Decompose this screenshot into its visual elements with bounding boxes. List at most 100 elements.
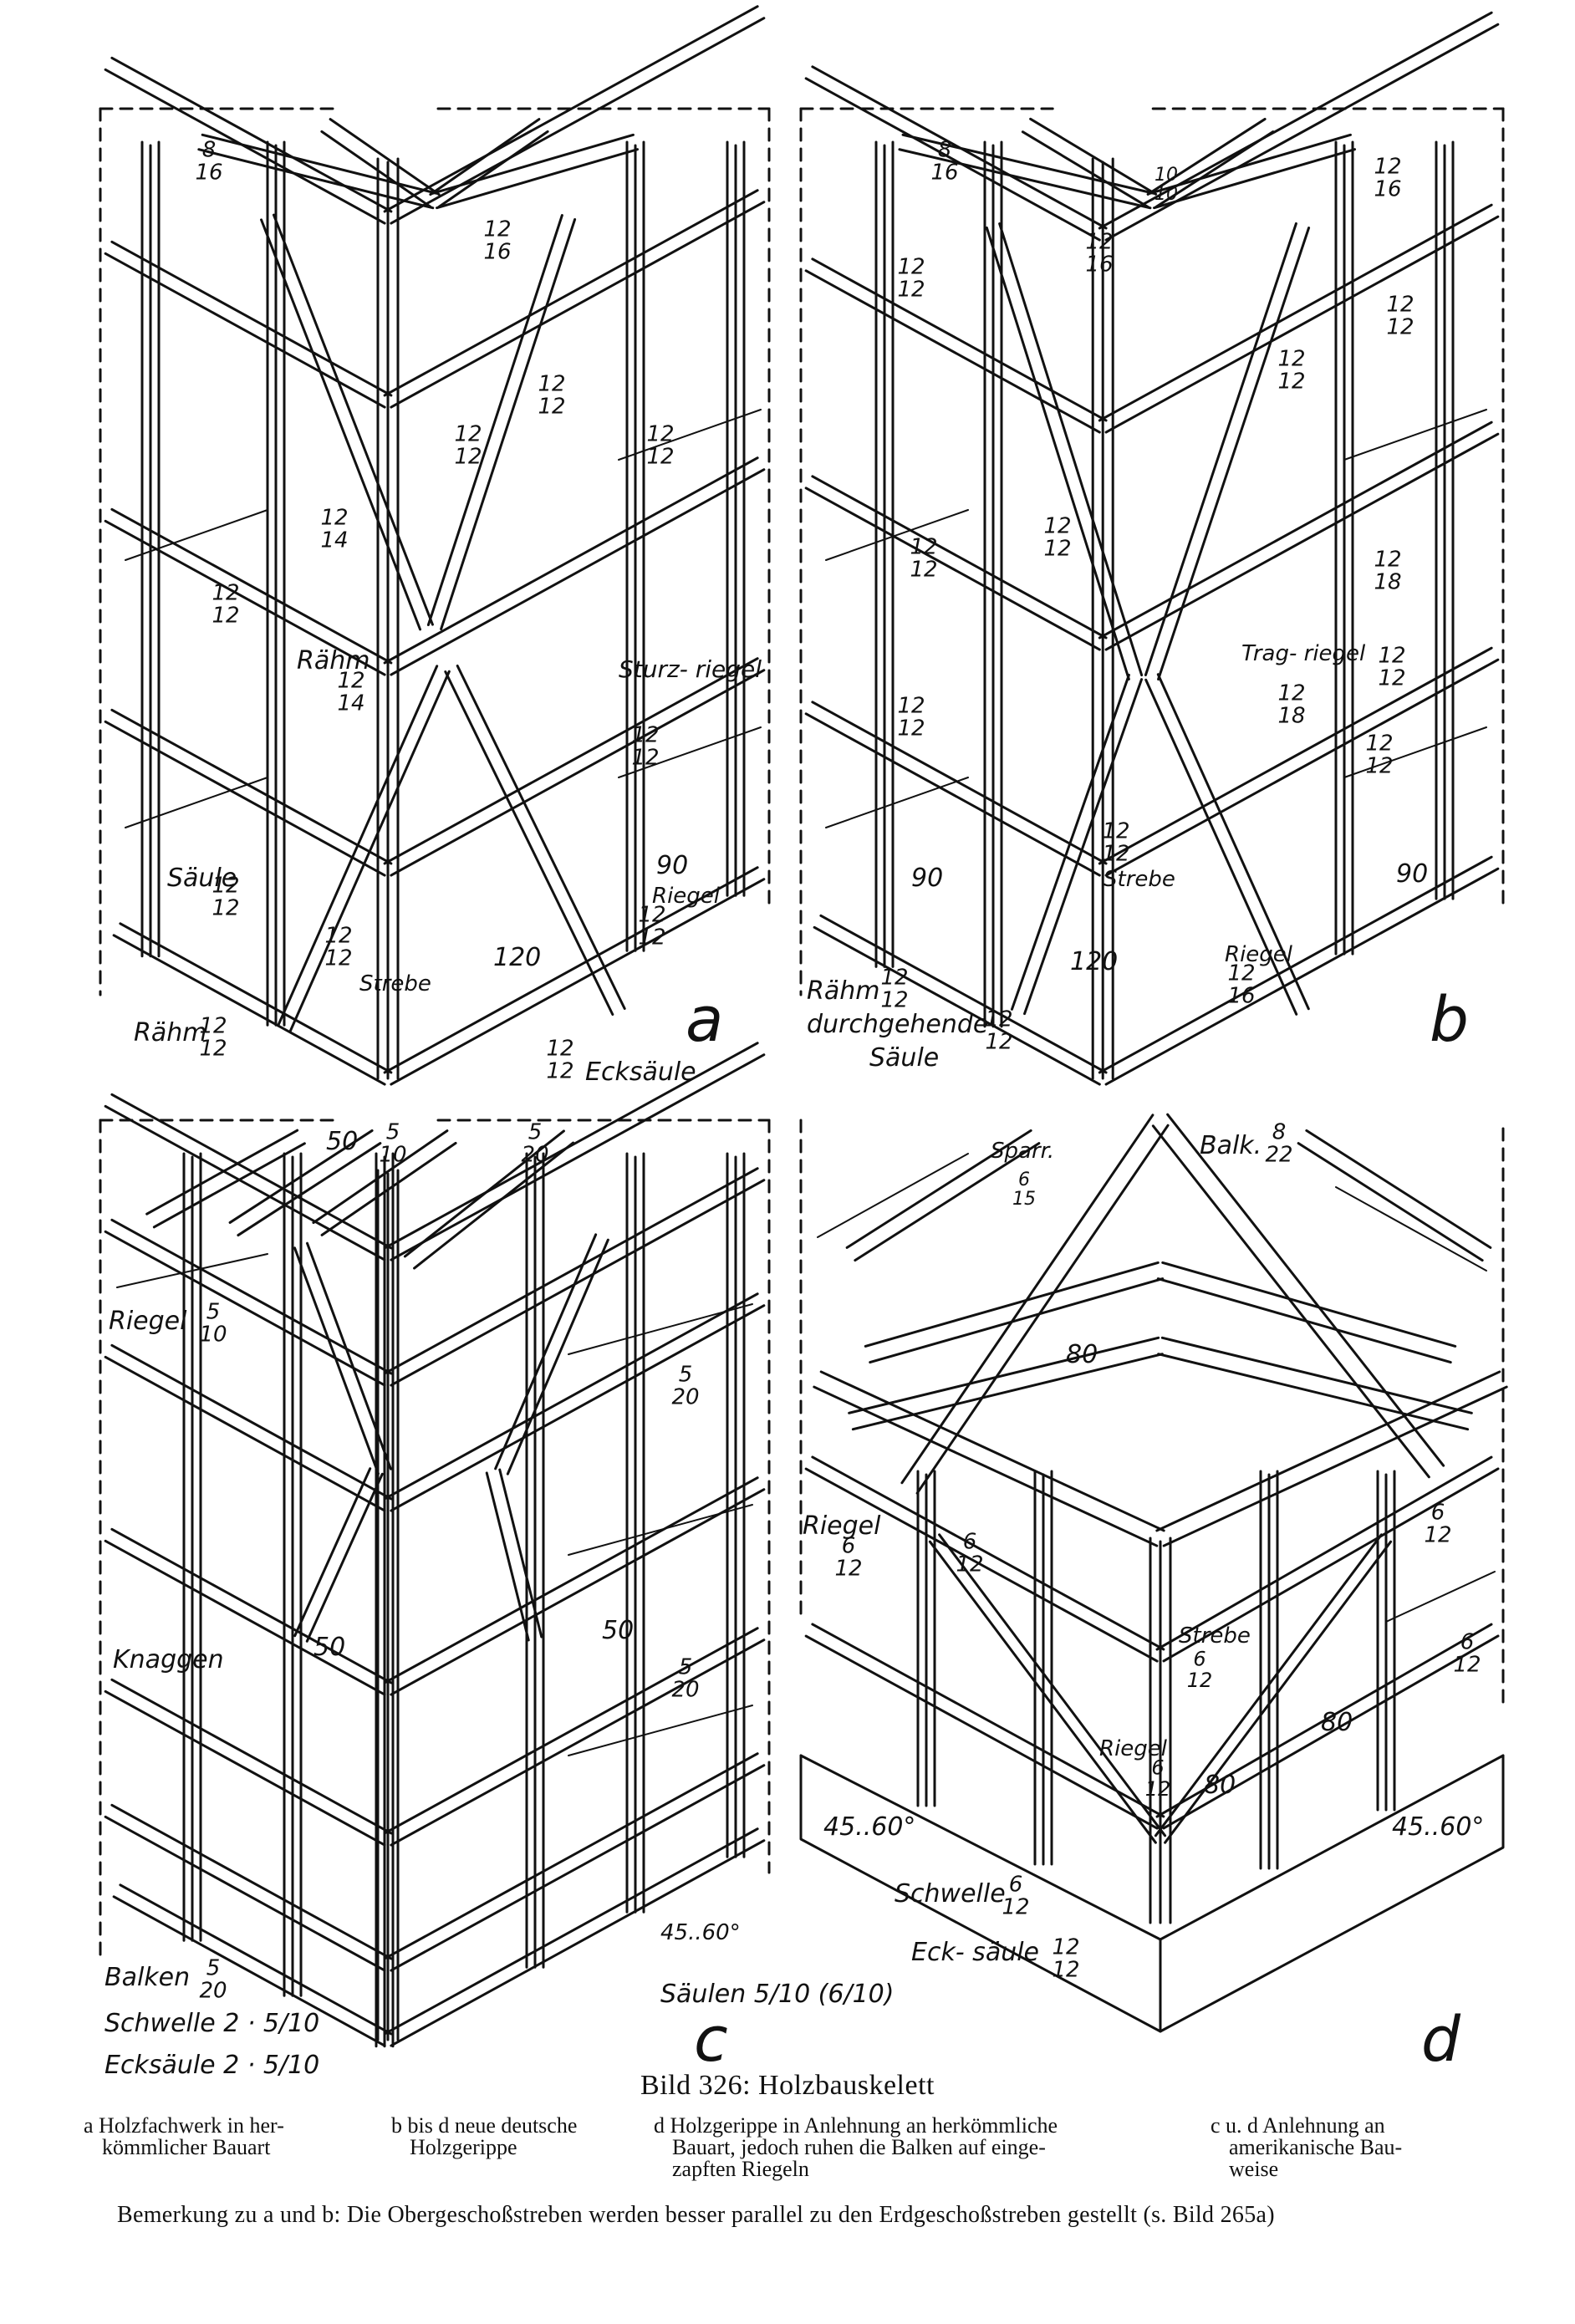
brace-1 — [1144, 222, 1311, 681]
label-knaggen: Knaggen — [113, 1645, 224, 1674]
panel-letter-c: c — [694, 2004, 728, 2076]
svg-text:12: 12 — [631, 746, 659, 771]
board-line-2 — [1385, 1571, 1496, 1623]
rafter-1 — [1148, 133, 1357, 210]
rail-left-2 — [804, 475, 1108, 651]
label-post_left: 612 — [956, 1529, 983, 1577]
legend-item-c: c u. d Anlehnung an amerikanische Bau- w… — [1211, 2115, 1511, 2180]
rail-right-1 — [383, 1167, 766, 1387]
svg-text:6: 6 — [1009, 1872, 1023, 1897]
svg-text:12: 12 — [910, 558, 937, 583]
svg-text:12: 12 — [897, 716, 925, 742]
post-left-1 — [983, 140, 1003, 1028]
floor-beam-1 — [1155, 1370, 1508, 1547]
rail-right-1 — [1155, 1623, 1500, 1830]
rail-right-2 — [383, 456, 766, 676]
label-balk_dim: 822 — [1265, 1119, 1292, 1167]
legend-d-line1: d Holzgerippe in Anlehnung an herkömmlic… — [654, 2113, 1058, 2138]
post-left-0 — [874, 140, 895, 968]
svg-text:12: 12 — [880, 988, 908, 1013]
svg-text:12: 12 — [638, 902, 665, 927]
svg-text:12: 12 — [1374, 154, 1401, 179]
brace-0 — [293, 1241, 393, 1475]
corner-post — [376, 1169, 400, 2041]
svg-text:12: 12 — [985, 1007, 1012, 1032]
sill-right — [1098, 855, 1500, 1086]
rail-left-0 — [804, 1455, 1165, 1663]
svg-text:12: 12 — [646, 421, 674, 446]
svg-text:12: 12 — [1227, 961, 1255, 986]
svg-text:20: 20 — [199, 1979, 227, 2004]
post-left-0 — [182, 1152, 202, 1942]
brace-2 — [293, 1467, 384, 1643]
svg-text:6: 6 — [1193, 1648, 1205, 1671]
svg-text:12: 12 — [1386, 292, 1414, 317]
svg-text:12: 12 — [546, 1036, 573, 1061]
sill-left — [112, 1883, 393, 2047]
post-left-1 — [283, 1152, 303, 1997]
label-dim_90: 90 — [656, 851, 688, 880]
label-riegel_dim: 510 — [199, 1299, 227, 1348]
svg-text:10: 10 — [199, 1323, 227, 1348]
rafter-2 — [1021, 117, 1158, 209]
svg-text:6: 6 — [1431, 1500, 1445, 1525]
svg-text:12: 12 — [897, 278, 925, 303]
label-tragriegel: Trag- riegel — [1241, 641, 1366, 666]
panel-a-frame — [99, 5, 771, 1086]
board-line-0 — [116, 1253, 268, 1288]
label-right_lower: 520 — [671, 1654, 699, 1702]
rail-right-1 — [383, 189, 766, 409]
sill-right — [383, 1827, 766, 2047]
svg-text:5: 5 — [206, 1955, 221, 1980]
label-balk: Balk. — [1200, 1131, 1262, 1160]
rafter-2 — [312, 1129, 457, 1236]
legend-c-line1: c u. d Anlehnung an — [1211, 2113, 1385, 2138]
svg-text:5: 5 — [679, 1654, 693, 1679]
label-ecksaeule: Eck- säule — [911, 1938, 1039, 1967]
svg-text:6: 6 — [963, 1529, 977, 1554]
label-ecksaeule: Ecksäule 2 · 5/10 — [104, 2051, 319, 2080]
label-raehm: Rähm — [807, 976, 879, 1006]
rail-left-0 — [104, 56, 393, 225]
legend-item-b: b bis d neue deutsche Holzgerippe — [391, 2115, 642, 2158]
rafter-3 — [429, 118, 549, 208]
svg-text:12: 12 — [1424, 1523, 1451, 1548]
brace-0 — [260, 213, 434, 631]
label-riegel_mid_dim: 612 — [1145, 1756, 1171, 1801]
svg-text:12: 12 — [631, 722, 659, 747]
sill-left — [112, 922, 393, 1086]
svg-text:16: 16 — [1227, 984, 1255, 1009]
svg-text:12: 12 — [199, 1037, 227, 1062]
label-sparr: Sparr. — [991, 1139, 1054, 1164]
svg-text:12: 12 — [483, 217, 511, 242]
svg-text:16: 16 — [1085, 252, 1113, 278]
svg-text:12: 12 — [1378, 666, 1405, 691]
board-line-0 — [125, 509, 268, 561]
brace-0 — [985, 222, 1144, 680]
svg-text:8: 8 — [1272, 1119, 1287, 1144]
label-schwelle: Schwelle — [895, 1879, 1006, 1909]
sill-left — [813, 914, 1108, 1086]
svg-text:6: 6 — [842, 1533, 856, 1558]
rail-left-5 — [104, 1803, 393, 1972]
legend-item-d: d Holzgerippe in Anlehnung an herkömmlic… — [654, 2115, 1172, 2180]
svg-text:12: 12 — [1374, 547, 1401, 572]
label-angle_left: 45..60° — [823, 1812, 915, 1842]
legend-d-line3: zapften Riegeln — [672, 2157, 809, 2181]
svg-text:12: 12 — [212, 604, 239, 629]
label-saeulen: Säulen 5/10 (6/10) — [660, 1980, 894, 2009]
label-riegel_left: Riegel — [803, 1511, 881, 1541]
board-line-3 — [618, 726, 762, 778]
